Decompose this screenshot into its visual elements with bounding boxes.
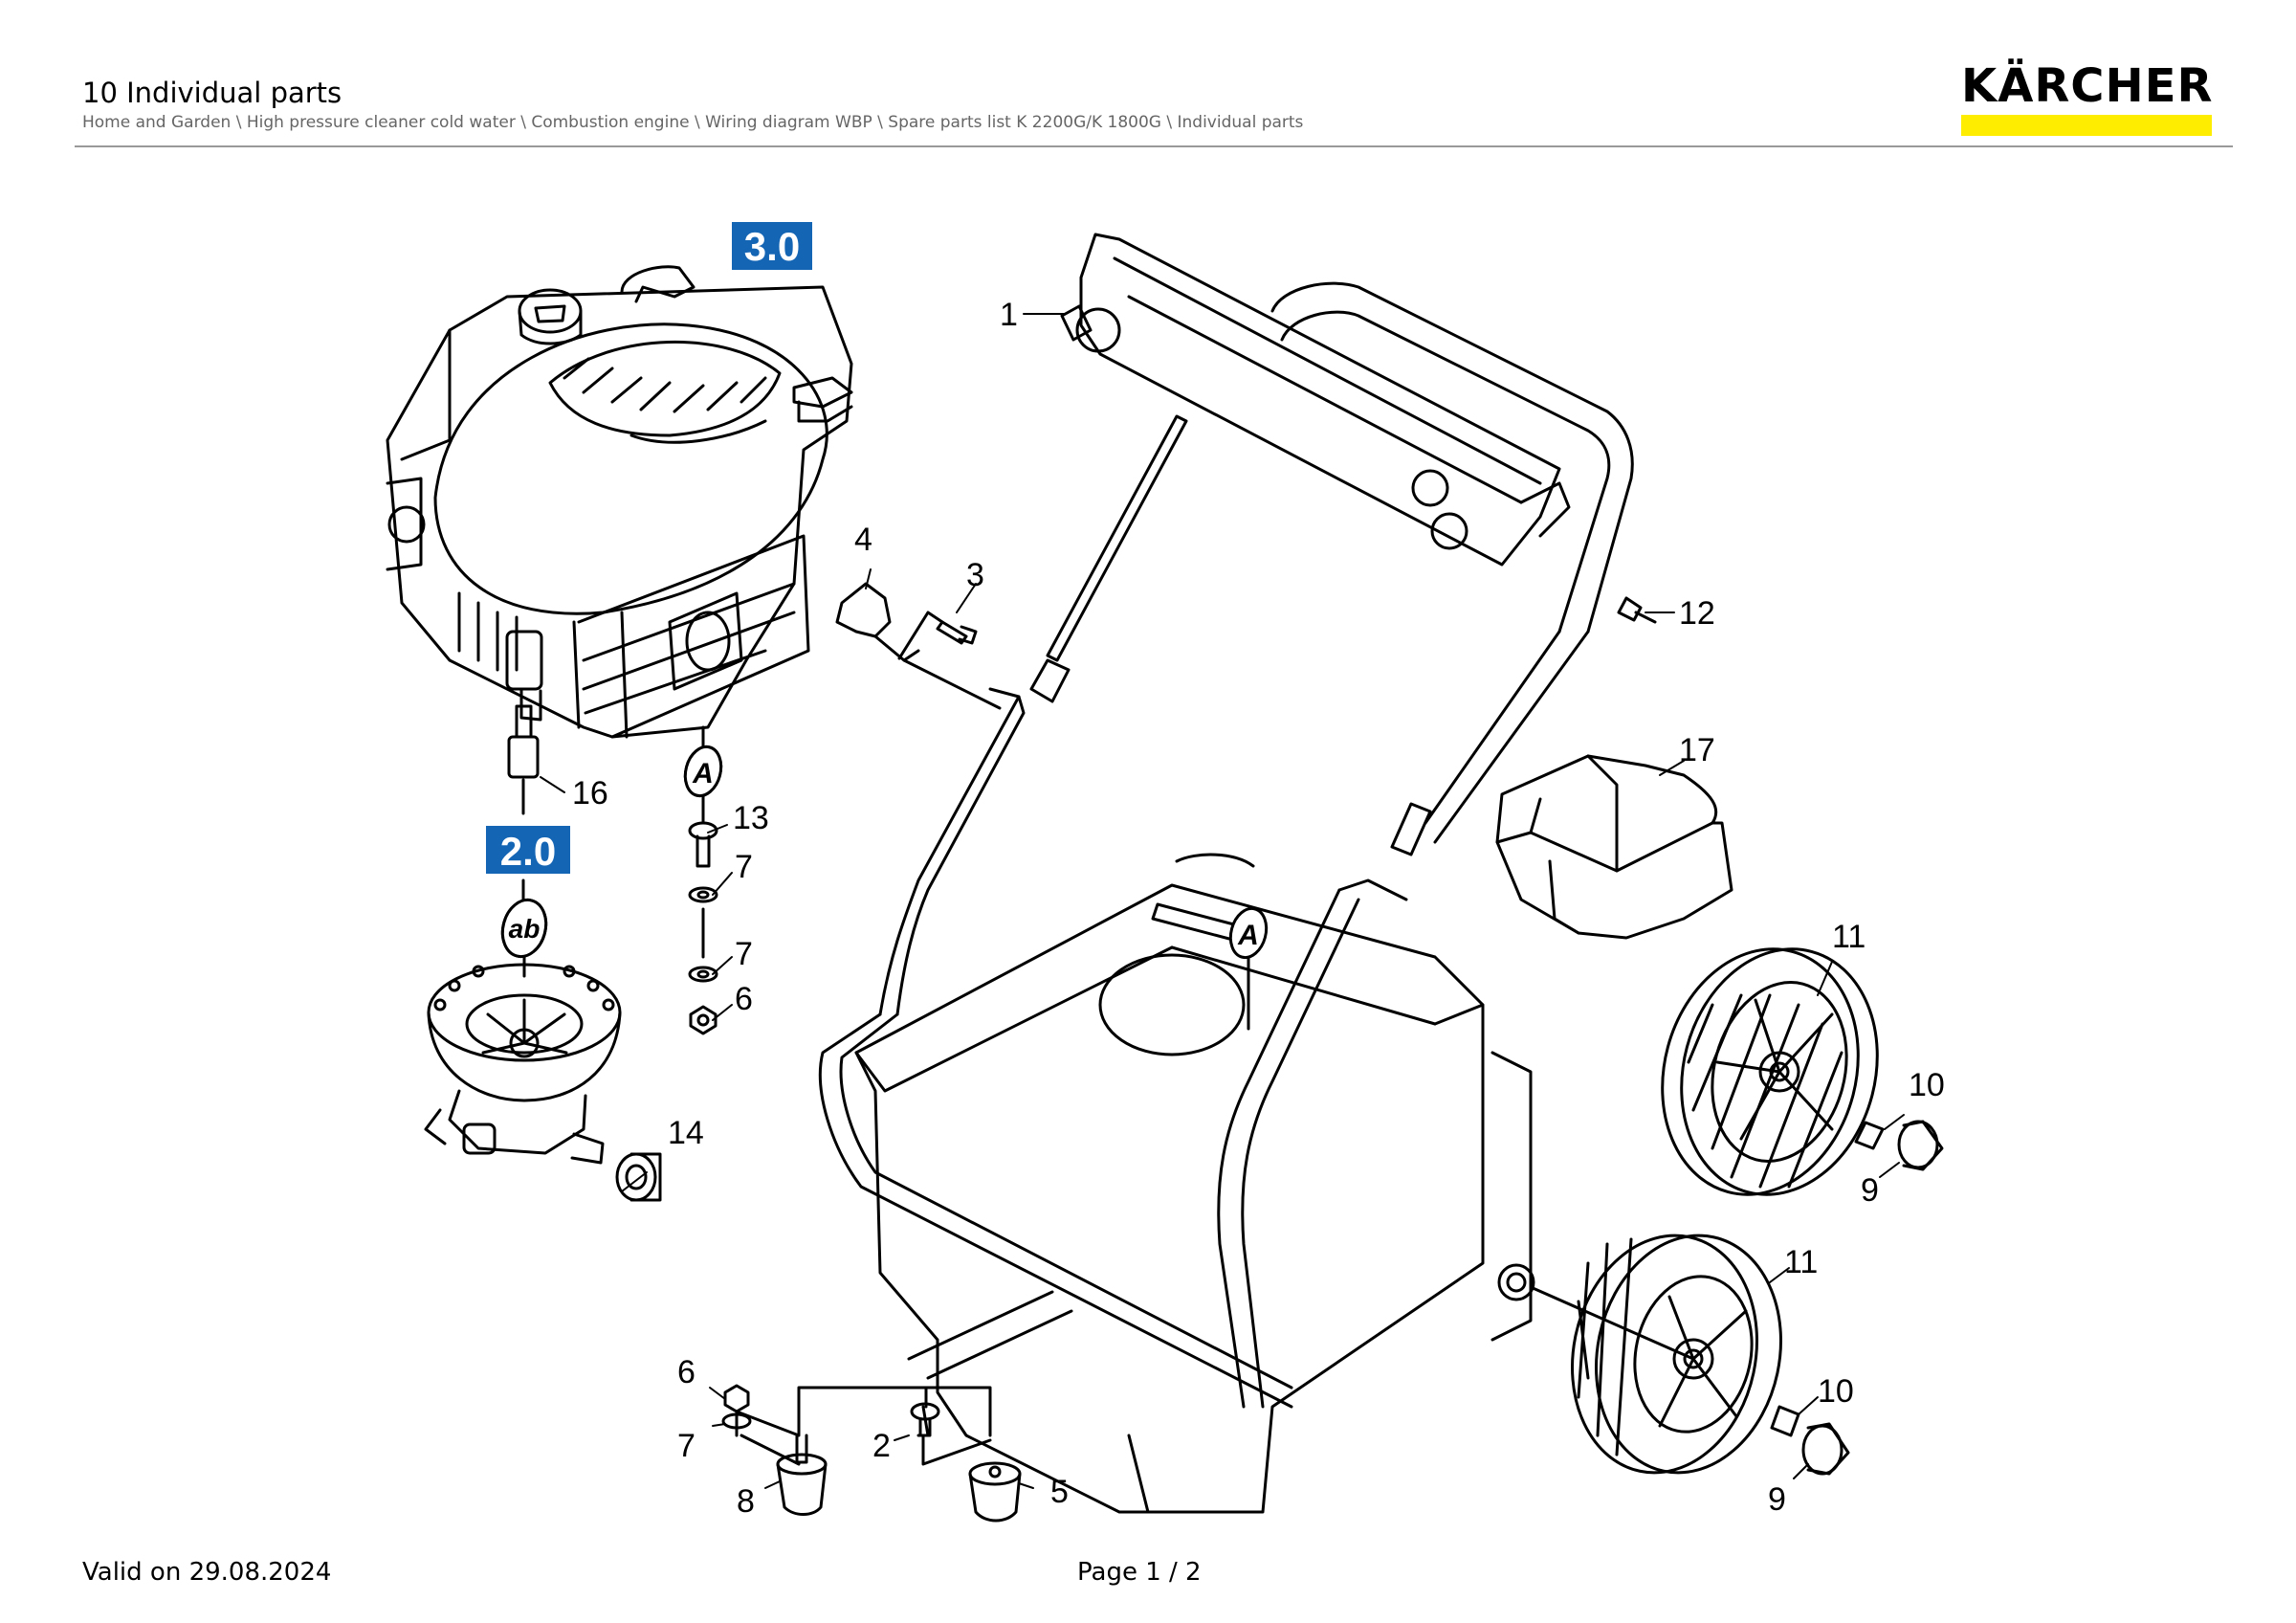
exploded-parts-diagram: 3.0 2.0 A A ab 1 3 4 12 16 13 7 7 6 17 1… (386, 222, 1945, 1523)
callout-9a: 9 (1861, 1172, 1879, 1209)
callout-1: 1 (1000, 297, 1018, 333)
callout-11b: 11 (1784, 1244, 1818, 1280)
marker-ab-outline (500, 898, 548, 959)
callout-10b: 10 (1818, 1373, 1854, 1410)
bolt-16-drawing (507, 704, 540, 815)
marker-ab: ab (509, 914, 541, 944)
group-label-3-box (732, 222, 812, 270)
header-divider (75, 145, 2233, 147)
brand-logo: KÄRCHER (1961, 63, 2216, 136)
frame-drawing (818, 281, 1634, 1409)
callout-4: 4 (854, 522, 872, 558)
marker-a-engine: A (692, 758, 714, 789)
group-label-2-box (486, 826, 570, 874)
logo-text: KÄRCHER (1961, 59, 2214, 113)
tank-drawing (854, 853, 1535, 1514)
callout-6b: 6 (677, 1354, 695, 1390)
marker-a-tank-outline (1228, 906, 1269, 960)
callout-17: 17 (1679, 732, 1715, 768)
callout-3: 3 (966, 557, 984, 593)
engine-drawing (386, 265, 853, 739)
group-label-3: 3.0 (744, 224, 800, 269)
marker-a-engine-outline (683, 745, 723, 798)
knob-4-drawing (835, 582, 1002, 710)
callout-6a: 6 (735, 981, 753, 1017)
handle-1-drawing (1060, 233, 1657, 624)
header: 10 Individual parts Home and Garden \ Hi… (0, 0, 2296, 153)
callout-11a: 11 (1832, 919, 1866, 955)
callout-14: 14 (668, 1115, 704, 1151)
callout-5: 5 (1050, 1474, 1069, 1510)
callout-7a: 7 (735, 849, 753, 885)
group-label-2: 2.0 (500, 829, 556, 874)
page-number: Page 1 / 2 (1077, 1558, 1202, 1587)
wheel-lower-drawing (1529, 1234, 1850, 1476)
callout-10a: 10 (1909, 1067, 1945, 1103)
callout-7b: 7 (735, 936, 753, 972)
tray-17-drawing (1495, 754, 1733, 940)
callout-7c: 7 (677, 1428, 695, 1464)
callout-2: 2 (872, 1428, 891, 1464)
leader-lines (540, 313, 1905, 1489)
breadcrumb: Home and Garden \ High pressure cleaner … (82, 113, 1304, 132)
callout-13: 13 (733, 800, 769, 836)
callout-16: 16 (572, 775, 608, 812)
wheel-upper-drawing (1661, 947, 1944, 1196)
marker-a-tank: A (1237, 920, 1259, 951)
logo-bar (1961, 115, 2212, 136)
feet-drawing (721, 1384, 1022, 1523)
callout-9b: 9 (1768, 1481, 1786, 1518)
page-title: 10 Individual parts (82, 77, 342, 109)
callout-8: 8 (737, 1483, 755, 1520)
valid-date: Valid on 29.08.2024 (82, 1558, 332, 1587)
callout-12: 12 (1679, 595, 1715, 632)
